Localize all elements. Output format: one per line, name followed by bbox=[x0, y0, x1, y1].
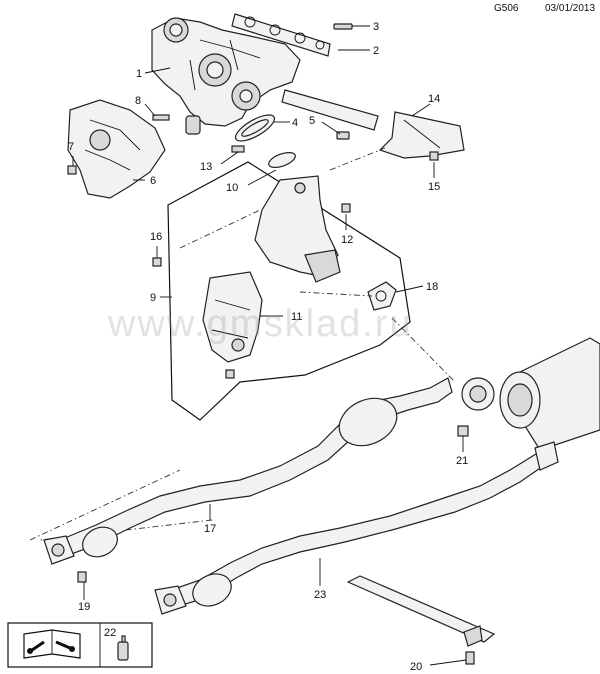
callout-5: 5 bbox=[309, 115, 315, 127]
flange-gasket[interactable] bbox=[367, 281, 397, 311]
callout-7: 7 bbox=[68, 141, 74, 153]
callout-9: 9 bbox=[150, 292, 156, 304]
callout-20: 20 bbox=[410, 661, 422, 673]
legend-box: 22 bbox=[7, 622, 153, 668]
bolt[interactable] bbox=[67, 165, 77, 175]
diagram-date: 03/01/2013 bbox=[545, 3, 596, 14]
heat-shield-bracket[interactable] bbox=[378, 111, 465, 159]
callout-4: 4 bbox=[292, 117, 298, 129]
callout-19: 19 bbox=[78, 601, 90, 613]
diagram-code: G506 bbox=[494, 3, 519, 14]
manifold-gasket[interactable] bbox=[231, 13, 331, 57]
callout-16: 16 bbox=[150, 231, 162, 243]
stud[interactable] bbox=[333, 23, 353, 30]
converter-heat-shield[interactable] bbox=[202, 271, 263, 379]
kit-outline bbox=[167, 161, 411, 421]
callout-8: 8 bbox=[135, 95, 141, 107]
clamp-bolt[interactable] bbox=[231, 145, 245, 153]
callout-15: 15 bbox=[428, 181, 440, 193]
wrench-icon bbox=[27, 640, 75, 654]
front-exhaust-pipe[interactable] bbox=[43, 377, 453, 583]
legend-item-label: 22 bbox=[104, 627, 116, 639]
catalyst-gasket[interactable] bbox=[267, 150, 297, 171]
bolt-8[interactable] bbox=[152, 114, 170, 121]
callout-6: 6 bbox=[150, 175, 156, 187]
catalytic-converter[interactable] bbox=[254, 175, 341, 283]
callout-18: 18 bbox=[426, 281, 438, 293]
clamp-ring[interactable] bbox=[232, 110, 278, 146]
leader-lines bbox=[72, 25, 467, 666]
manifold-seal[interactable] bbox=[281, 89, 379, 140]
turbo-manifold-assembly[interactable] bbox=[151, 17, 301, 135]
callout-10: 10 bbox=[226, 182, 238, 194]
callout-21: 21 bbox=[456, 455, 468, 467]
callout-3: 3 bbox=[373, 21, 379, 33]
callout-12: 12 bbox=[341, 234, 353, 246]
intermediate-pipe[interactable] bbox=[154, 441, 559, 615]
muffler-pipe[interactable] bbox=[461, 337, 600, 451]
nut[interactable] bbox=[341, 203, 351, 213]
callout-23: 23 bbox=[314, 589, 326, 601]
exhaust-manifold[interactable] bbox=[67, 99, 166, 199]
callout-14: 14 bbox=[428, 93, 440, 105]
callout-11: 11 bbox=[291, 311, 302, 323]
callout-2: 2 bbox=[373, 45, 379, 57]
sensor-icon bbox=[117, 635, 129, 661]
nut-15[interactable] bbox=[429, 151, 439, 161]
callout-17: 17 bbox=[204, 523, 216, 535]
flange-nut[interactable] bbox=[457, 425, 469, 437]
callout-labels: 1 2 3 4 5 6 7 8 9 10 11 12 13 14 15 16 1… bbox=[68, 21, 468, 673]
nut-16[interactable] bbox=[152, 257, 162, 267]
support-bracket[interactable] bbox=[346, 575, 496, 665]
manual-book-icon bbox=[23, 629, 81, 659]
callout-13: 13 bbox=[200, 161, 212, 173]
callout-1: 1 bbox=[136, 68, 142, 80]
